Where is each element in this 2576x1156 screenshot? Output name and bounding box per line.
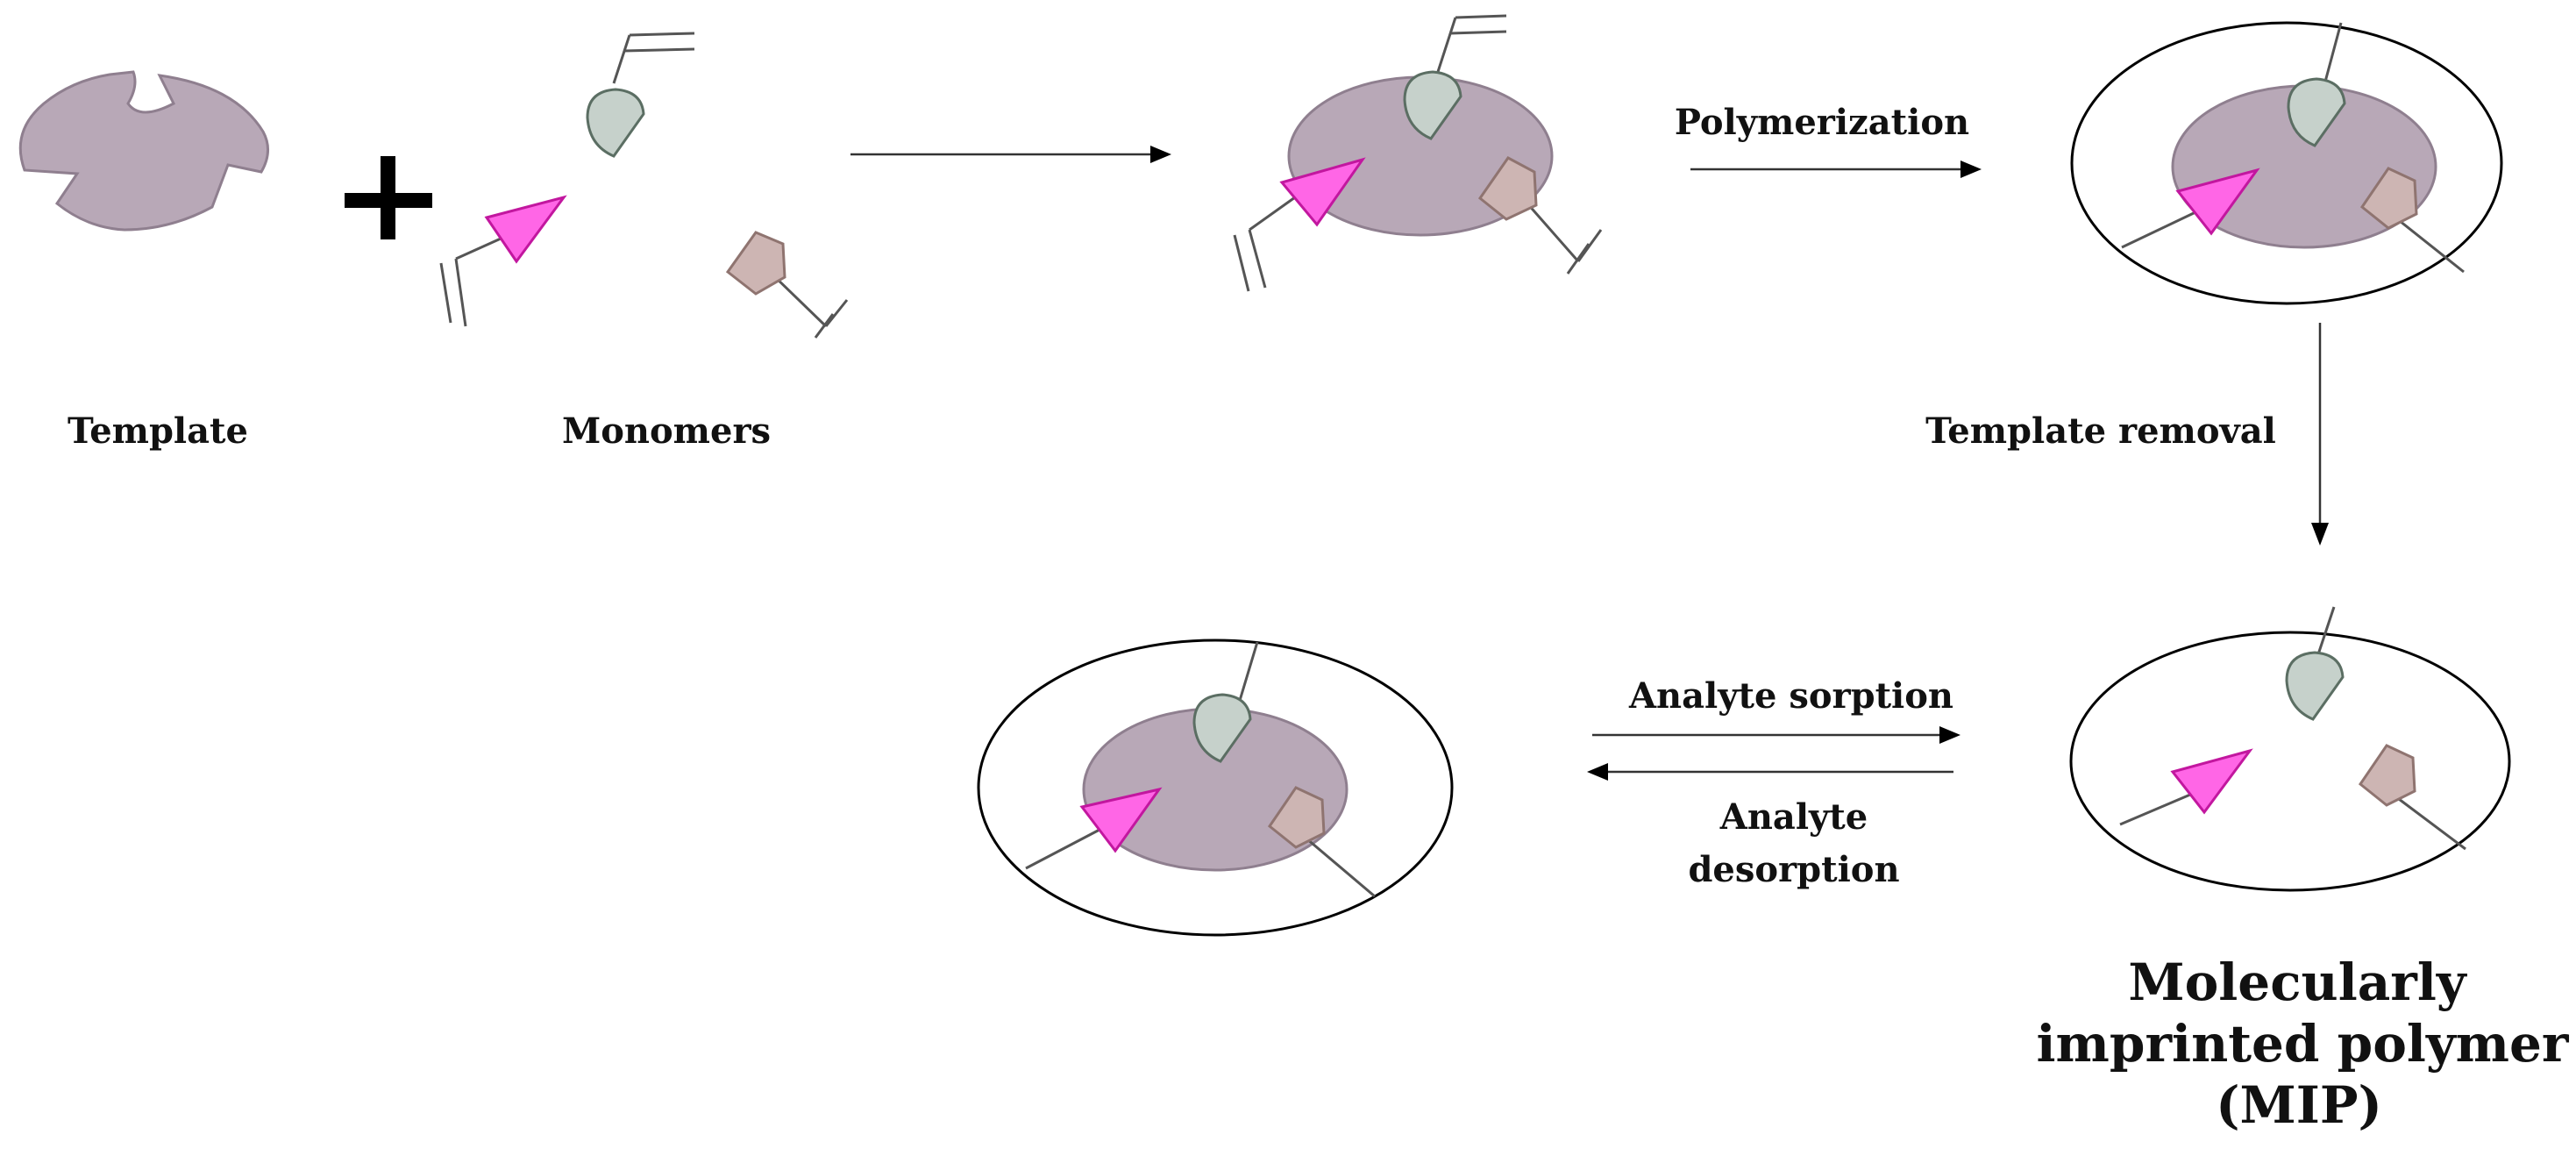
plus-icon <box>345 156 432 239</box>
polymerization-label: Polymerization <box>1675 102 1969 143</box>
arrow-icon <box>1592 726 1960 744</box>
analyte-desorption-label-line2: desorption <box>1688 849 1899 890</box>
drop-monomer-icon <box>586 32 695 158</box>
mip-title-line2: imprinted polymer <box>2037 1014 2570 1074</box>
monomers-label: Monomers <box>562 410 771 452</box>
analyte-desorption-label-line1: Analyte <box>1719 796 1868 838</box>
arrow-icon <box>850 146 1171 163</box>
triangle-monomer-icon <box>439 195 567 327</box>
mip-title-line1: Molecularly <box>2128 953 2468 1012</box>
template-shape-icon <box>18 70 269 232</box>
mip-with-analyte <box>977 639 1454 937</box>
mip-title-line3: (MIP) <box>2216 1075 2382 1135</box>
arrow-icon <box>1587 763 1953 781</box>
pentagon-monomer-icon <box>725 231 849 339</box>
template-body <box>18 70 269 232</box>
template-removal-label: Template removal <box>1925 410 2276 452</box>
polymer-with-template <box>2070 21 2503 305</box>
pre-polymerization-complex <box>1233 14 1603 292</box>
arrow-icon <box>2311 323 2329 546</box>
template-label: Template <box>68 410 248 452</box>
mip-polymer <box>2069 606 2511 892</box>
analyte-sorption-label: Analyte sorption <box>1628 675 1953 717</box>
arrow-icon <box>1690 161 1982 178</box>
